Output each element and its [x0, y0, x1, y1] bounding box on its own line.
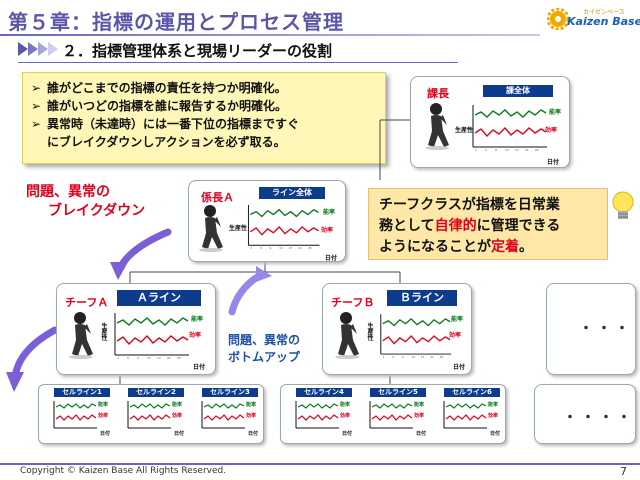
leader-card: 係長Ａ ライン全体 生産性 能率 効率 日付 [188, 180, 346, 262]
section-rule [18, 62, 458, 63]
logo-text: Kaizen Base [567, 15, 640, 28]
section-title: ２．指標管理体系と現場リーダーの役割 [62, 42, 333, 60]
chief-b-tag: Ｂライン [387, 290, 457, 306]
lightbulb-icon [612, 191, 634, 219]
bullet-item: ➢誰がどこまでの指標の責任を持つか明確化。 [31, 81, 287, 95]
trend-chart [126, 400, 172, 432]
cell-line-card: セルライン3 能率 効率 日付 [190, 388, 262, 442]
gear-icon [547, 8, 569, 30]
chief-a-card: チーフＡ Ａライン 生産性 能率 効率 日付 [56, 283, 216, 375]
person-figure-icon [333, 310, 363, 360]
cell-line-card: セルライン1 能率 効率 日付 [42, 388, 114, 442]
bottomup-label: 問題、異常の ボトムアップ [228, 333, 301, 364]
trend-chart [52, 400, 98, 432]
chief-b-role: チーフＢ [331, 296, 375, 309]
person-figure-icon [423, 101, 453, 151]
breakdown-label: 問題、異常の ブレイクダウン [26, 184, 146, 219]
person-figure-icon [197, 203, 227, 253]
cell-line-card: セルライン6 能率 効率 日付 [432, 388, 504, 442]
trend-chart [111, 310, 191, 362]
chief-a-role: チーフＡ [65, 296, 109, 309]
bullet-item: にブレイクダウンしアクションを必ず取る。 [47, 135, 286, 149]
trend-chart [200, 400, 246, 432]
trend-chart [368, 400, 414, 432]
kaizen-base-logo: カイゼンベース Kaizen Base [545, 6, 640, 30]
chapter-title: 第５章：指標の運用とプロセス管理 [8, 10, 344, 34]
cell-line-card: セルライン2 能率 効率 日付 [116, 388, 188, 442]
placeholder-card: ・・・ [546, 283, 636, 375]
person-figure-icon [67, 310, 97, 360]
callout-box: チーフクラスが指標を日常業 務として自律的に管理できる ようになることが定着。 [368, 188, 608, 260]
bullet-box: ➢誰がどこまでの指標の責任を持つか明確化。 ➢誰がいつどの指標を誰に報告するか明… [22, 72, 386, 164]
trend-chart [243, 203, 323, 251]
chief-a-tag: Ａライン [117, 290, 201, 306]
manager-role: 課長 [427, 87, 449, 100]
bullet-item: ➢誰がいつどの指標を誰に報告するか明確化。 [31, 99, 288, 113]
trend-chart [469, 103, 549, 153]
leader-tag: ライン全体 [259, 187, 325, 199]
bullet-item: ➢異常時（未達時）には一番下位の指標まですぐ [31, 117, 300, 131]
trend-chart [377, 310, 453, 362]
manager-card: 課長 課全体 生産性 能率 効率 日付 [410, 76, 570, 168]
manager-tag: 課全体 [483, 85, 553, 97]
page-number: 7 [620, 465, 627, 478]
cell-line-card: セルライン4 能率 効率 日付 [284, 388, 356, 442]
logo-subtitle: カイゼンベース [583, 9, 625, 16]
copyright: Copyright © Kaizen Base All Rights Reser… [20, 466, 227, 476]
leader-role: 係長Ａ [201, 191, 234, 204]
trend-chart [294, 400, 340, 432]
footer-rule [0, 463, 640, 465]
cell-line-card: セルライン5 能率 効率 日付 [358, 388, 430, 442]
chief-b-card: チーフＢ Ｂライン 生産性 能率 効率 日付 [322, 283, 472, 375]
title-rule [0, 34, 540, 36]
trend-chart [442, 400, 488, 432]
placeholder-card: ・・・・・ [534, 384, 640, 444]
section-arrows-icon [18, 42, 58, 56]
